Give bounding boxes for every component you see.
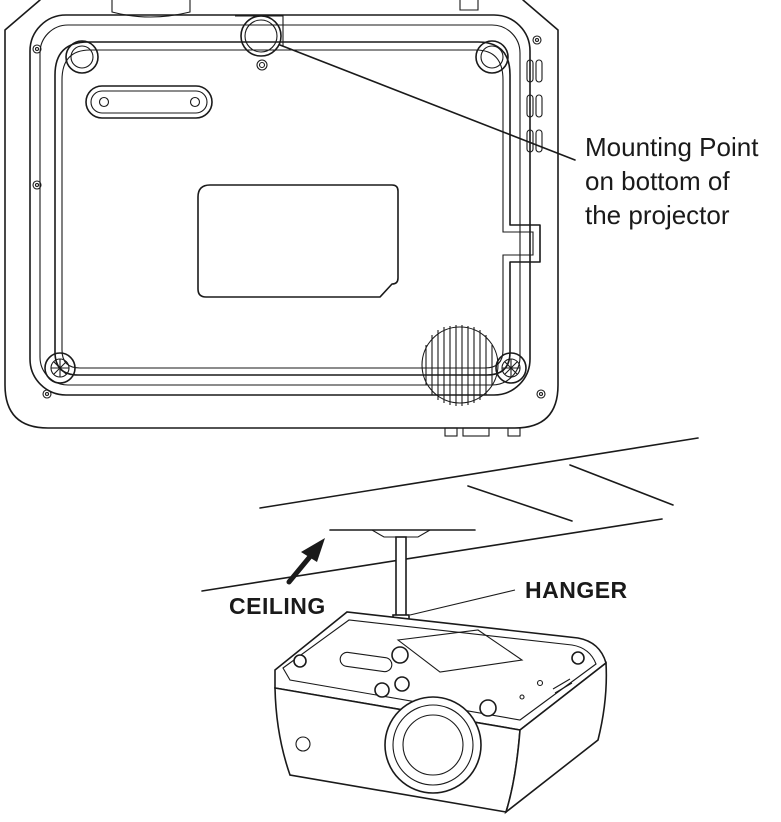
- foot-bottom-left: [44, 352, 76, 384]
- mounting-point-label-line1: Mounting Point: [585, 132, 759, 162]
- ceiling-label: CEILING: [229, 593, 326, 619]
- screw-icon: [32, 35, 546, 399]
- hanger-label: HANGER: [525, 577, 628, 603]
- arrow-icon: [286, 538, 325, 585]
- projector-bottom-view: [4, 0, 559, 437]
- mounting-point-label-line2: on bottom of: [585, 166, 730, 196]
- foot-bottom-right: [495, 352, 527, 384]
- hanger-leader-line: [409, 589, 516, 616]
- ceiling-plane: [201, 437, 699, 592]
- mounting-point: [240, 15, 282, 57]
- mounting-point-label-line3: the projector: [585, 200, 730, 230]
- projector-3d-view: [274, 611, 608, 815]
- callout-leader-line: [279, 44, 576, 161]
- vent-grille-icon: [421, 325, 499, 406]
